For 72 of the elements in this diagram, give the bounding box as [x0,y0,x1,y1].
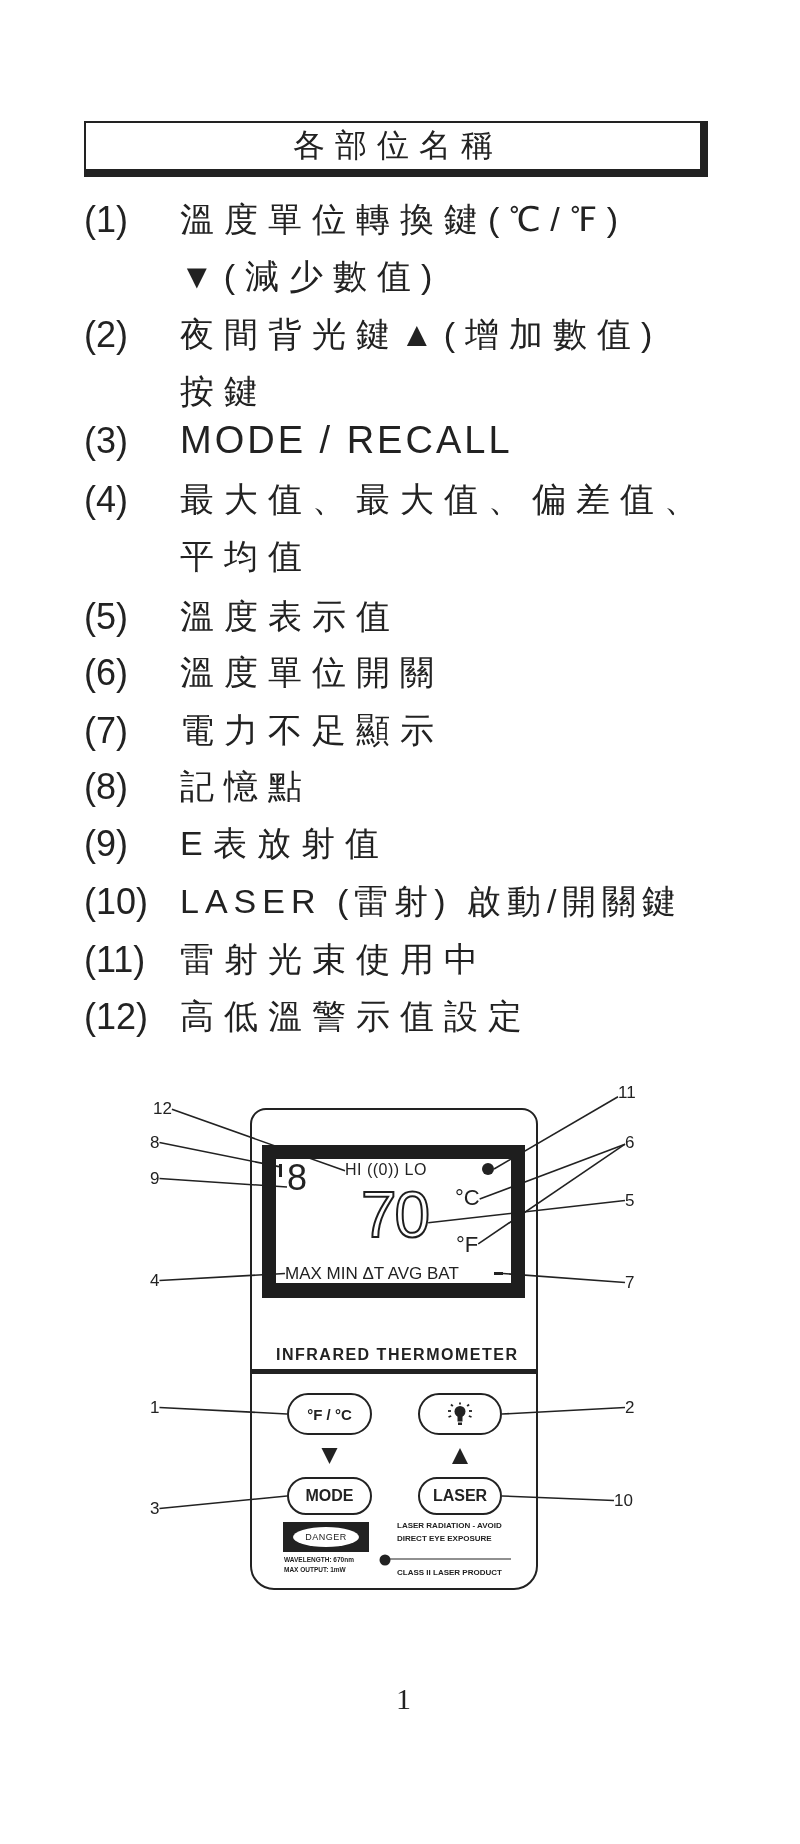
section-title: 各部位名稱 [84,121,708,177]
callout-number: 8 [150,1134,160,1151]
item-number: (3) [84,419,128,463]
callout-number: 1 [150,1399,160,1416]
callout-number: 2 [625,1399,635,1416]
callout-number: 4 [150,1272,160,1289]
unit-symbol: °C [455,1187,480,1209]
leader-line [158,1406,288,1415]
part-description: 溫度單位轉換鍵(℃/℉)▼(減少數值) [180,199,630,297]
page-number: 1 [396,1684,411,1714]
item-number: (6) [84,651,128,695]
danger-label: DANGER [293,1527,359,1547]
item-number: (4) [84,478,128,522]
callout-number: 11 [618,1084,636,1101]
triangle-arrow [452,1448,468,1464]
warning-text: LASER RADIATION - AVOID DIRECT EYE EXPOSURE [397,1520,503,1545]
part-description: E表放射值 [180,823,389,864]
callout-number: 10 [614,1492,633,1509]
leader-line [158,1495,288,1510]
lcd-screen [262,1145,525,1298]
segment-bar [279,1164,282,1177]
triangle-arrow [321,1448,338,1464]
mode-button: MODE [287,1477,372,1515]
leader-line [427,1199,626,1224]
part-description: 溫度單位開關 [180,652,444,693]
leader-line [502,1272,626,1284]
item-number: (2) [84,313,128,357]
item-number: (7) [84,709,128,753]
warning-plate [283,1522,369,1552]
dot-icon [482,1163,494,1175]
dash-mark [494,1272,503,1275]
laser-button: LASER [418,1477,502,1515]
leader-line [158,1272,286,1282]
leader-line [158,1177,288,1188]
callout-number: 6 [625,1134,635,1151]
callout-number: 9 [150,1170,160,1187]
device-label: INFRARED THERMOMETER [276,1347,519,1363]
leader-line [477,1143,626,1245]
temperature-reading: 70 [361,1183,429,1247]
part-description: 最大值、最大值、偏差值、平均值 [180,479,709,577]
unit-symbol: °F [456,1234,479,1256]
item-number: (9) [84,822,128,866]
callout-number: 7 [625,1274,635,1291]
part-description: 夜間背光鍵▲(增加數值)按鍵 [180,314,664,412]
part-description: MODE / RECALL [180,418,513,463]
lcd-indicator-text: HI ((0)) LO [345,1162,427,1178]
leader-line [158,1141,280,1168]
item-number: (5) [84,595,128,639]
part-description: LASER (雷射) 啟動/開關鍵 [180,881,683,922]
leader-line [493,1095,619,1170]
part-description: 電力不足顯示 [180,710,444,751]
item-number: (11) [84,938,146,982]
warning-text: CLASS II LASER PRODUCT [397,1567,502,1579]
callout-number: 5 [625,1192,635,1209]
item-number: (1) [84,198,128,242]
leader-line [501,1495,615,1502]
item-number: (12) [84,995,149,1039]
part-description: 記憶點 [180,766,312,807]
callout-number: 3 [150,1500,160,1517]
part-description: 雷射光束使用中 [180,939,488,980]
unit-button: °F / °C [287,1393,372,1435]
callout-number: 12 [153,1100,172,1117]
lcd-indicator-text: MAX MIN ΔT AVG BAT [285,1265,459,1282]
lcd-digit: 8 [287,1160,308,1196]
item-number: (10) [84,880,149,924]
leader-line [501,1406,626,1415]
leader-line [478,1143,626,1200]
part-description: 溫度表示值 [180,596,400,637]
item-number: (8) [84,765,128,809]
part-description: 高低溫警示值設定 [180,996,532,1037]
device-body [250,1108,538,1590]
backlight-button [418,1393,502,1435]
